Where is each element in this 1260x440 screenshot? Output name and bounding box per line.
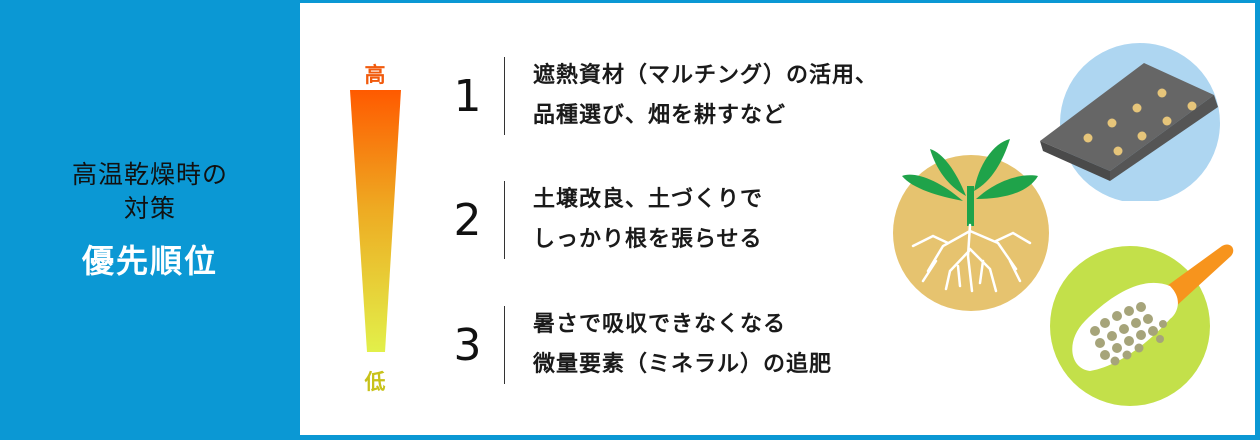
priority-item-2: 2 土壌改良、土づくりで しっかり根を張らせる [445, 180, 763, 260]
item-text: 暑さで吸収できなくなる 微量要素（ミネラル）の追肥 [533, 305, 832, 385]
item-number: 2 [453, 194, 482, 246]
item-line-2: 微量要素（ミネラル）の追肥 [533, 352, 833, 377]
priority-panel: 高 低 1 遮熱資材（マルチング）の活用、 品種選び、畑を耕すなど 2 土壌改良… [300, 3, 1255, 435]
priority-gradient-wedge [350, 90, 401, 352]
item-number: 3 [453, 319, 482, 371]
item-line-2: 品種選び、畑を耕すなど [533, 103, 787, 128]
item-text: 遮熱資材（マルチング）の活用、 品種選び、畑を耕すなど [533, 56, 878, 136]
trowel-fertilizer-icon [1050, 244, 1234, 406]
item-line-1: 遮熱資材（マルチング）の活用、 [533, 63, 879, 88]
title-line-2: 対策 [123, 194, 176, 223]
divider [504, 306, 505, 384]
mulch-sheet-icon [1040, 43, 1220, 201]
panel-subtitle: 優先順位 [81, 242, 218, 280]
panel-title: 高温乾燥時の 対策 [72, 158, 228, 226]
priority-item-3: 3 暑さで吸収できなくなる 微量要素（ミネラル）の追肥 [445, 305, 832, 385]
left-panel: 高温乾燥時の 対策 優先順位 [0, 0, 300, 440]
item-line-1: 暑さで吸収できなくなる [533, 312, 787, 337]
scale-high-label: 高 [364, 63, 386, 87]
item-line-2: しっかり根を張らせる [533, 227, 763, 252]
priority-item-1: 1 遮熱資材（マルチング）の活用、 品種選び、畑を耕すなど [445, 56, 878, 136]
item-text: 土壌改良、土づくりで しっかり根を張らせる [533, 180, 763, 260]
seedling-roots-icon [893, 139, 1049, 311]
item-line-1: 土壌改良、土づくりで [533, 187, 764, 212]
title-line-1: 高温乾燥時の [71, 160, 228, 189]
scale-low-label: 低 [364, 370, 386, 394]
item-number: 1 [453, 70, 482, 122]
divider [504, 57, 505, 135]
divider [504, 181, 505, 259]
